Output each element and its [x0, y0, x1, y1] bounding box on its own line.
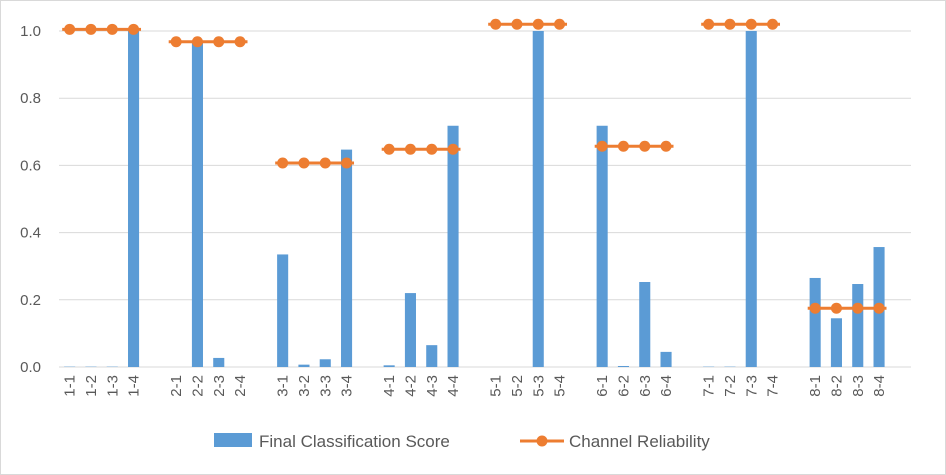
- x-tick-label: 6-1: [594, 375, 611, 397]
- x-tick-label: 7-4: [765, 375, 782, 397]
- reliability-point-5-3: [532, 18, 544, 30]
- bar-3-3: [319, 359, 331, 367]
- bar-6-3: [639, 281, 651, 367]
- bar-6-1: [596, 125, 608, 367]
- reliability-point-5-1: [490, 18, 502, 30]
- x-tick-label: 5-1: [488, 375, 505, 397]
- reliability-point-7-3: [745, 18, 757, 30]
- reliability-point-5-2: [511, 18, 523, 30]
- reliability-point-7-1: [703, 18, 715, 30]
- reliability-point-6-4: [660, 140, 672, 152]
- legend-label-score: Final Classification Score: [259, 432, 450, 451]
- reliability-point-2-1: [170, 36, 182, 48]
- x-tick-label: 2-4: [232, 375, 249, 397]
- y-tick-label: 0.2: [20, 292, 41, 309]
- bar-8-2: [830, 318, 842, 367]
- x-tick-label: 2-1: [168, 375, 185, 397]
- legend-swatch-reliability-point: [536, 435, 548, 447]
- bar-3-4: [341, 149, 353, 367]
- reliability-point-8-3: [852, 302, 864, 314]
- reliability-point-1-1: [64, 23, 76, 35]
- bar-6-2: [617, 365, 629, 367]
- bar-4-3: [426, 345, 438, 367]
- x-tick-label: 5-3: [530, 375, 547, 397]
- reliability-point-4-1: [383, 143, 395, 155]
- x-tick-label: 1-1: [62, 375, 79, 397]
- reliability-point-8-1: [809, 302, 821, 314]
- bar-3-1: [277, 254, 289, 367]
- y-tick-label: 0.4: [20, 225, 41, 242]
- reliability-point-1-3: [106, 23, 118, 35]
- bar-1-4: [128, 31, 140, 367]
- x-tick-label: 1-4: [126, 375, 143, 397]
- x-tick-label: 7-1: [701, 375, 718, 397]
- reliability-point-2-4: [234, 36, 246, 48]
- x-tick-label: 8-1: [807, 375, 824, 397]
- x-tick-label: 3-4: [339, 375, 356, 397]
- x-tick-label: 8-4: [871, 375, 888, 397]
- x-tick-label: 2-3: [211, 375, 228, 397]
- bar-8-1: [809, 277, 821, 367]
- y-tick-label: 0.6: [20, 157, 41, 174]
- x-tick-label: 1-3: [104, 375, 121, 397]
- reliability-point-4-2: [404, 143, 416, 155]
- reliability-point-4-3: [426, 143, 438, 155]
- reliability-point-3-4: [341, 157, 353, 169]
- legend-label-reliability: Channel Reliability: [569, 432, 710, 451]
- x-tick-label: 7-2: [722, 375, 739, 397]
- reliability-point-4-4: [447, 143, 459, 155]
- x-tick-label: 3-1: [275, 375, 292, 397]
- bar-2-2: [191, 42, 203, 367]
- reliability-point-7-2: [724, 18, 736, 30]
- reliability-point-1-2: [85, 23, 97, 35]
- x-tick-label: 4-4: [445, 375, 462, 397]
- reliability-point-6-3: [639, 140, 651, 152]
- x-tick-label: 7-3: [743, 375, 760, 397]
- reliability-point-3-1: [277, 157, 289, 169]
- bar-4-4: [447, 125, 459, 367]
- y-tick-label: 1.0: [20, 23, 41, 40]
- bar-4-2: [404, 293, 416, 367]
- x-tick-label: 4-1: [381, 375, 398, 397]
- bar-8-3: [852, 284, 864, 367]
- y-tick-label: 0.0: [20, 359, 41, 376]
- reliability-point-8-2: [830, 302, 842, 314]
- x-tick-label: 8-2: [828, 375, 845, 397]
- x-tick-label: 8-3: [850, 375, 867, 397]
- bar-3-2: [298, 364, 310, 367]
- bar-7-3: [745, 31, 757, 367]
- reliability-point-6-1: [596, 140, 608, 152]
- x-tick-label: 2-2: [189, 375, 206, 397]
- legend-swatch-score: [214, 433, 252, 447]
- x-tick-label: 5-4: [552, 375, 569, 397]
- reliability-point-2-3: [213, 36, 225, 48]
- reliability-point-1-4: [128, 23, 140, 35]
- bar-6-4: [660, 351, 672, 367]
- bar-4-1: [383, 365, 395, 367]
- x-tick-label: 6-4: [658, 375, 675, 397]
- y-tick-label: 0.8: [20, 90, 41, 107]
- reliability-point-5-4: [554, 18, 566, 30]
- reliability-point-3-3: [319, 157, 331, 169]
- reliability-point-3-2: [298, 157, 310, 169]
- x-tick-label: 4-2: [402, 375, 419, 397]
- x-tick-label: 6-2: [615, 375, 632, 397]
- bar-2-3: [213, 357, 225, 367]
- x-tick-label: 4-3: [424, 375, 441, 397]
- reliability-point-8-4: [873, 302, 885, 314]
- x-tick-label: 3-3: [317, 375, 334, 397]
- reliability-point-2-2: [191, 36, 203, 48]
- reliability-point-7-4: [767, 18, 779, 30]
- x-tick-label: 5-2: [509, 375, 526, 397]
- x-tick-label: 1-2: [83, 375, 100, 397]
- bar-5-3: [532, 31, 544, 367]
- x-tick-label: 6-3: [637, 375, 654, 397]
- x-tick-label: 3-2: [296, 375, 313, 397]
- reliability-point-6-2: [617, 140, 629, 152]
